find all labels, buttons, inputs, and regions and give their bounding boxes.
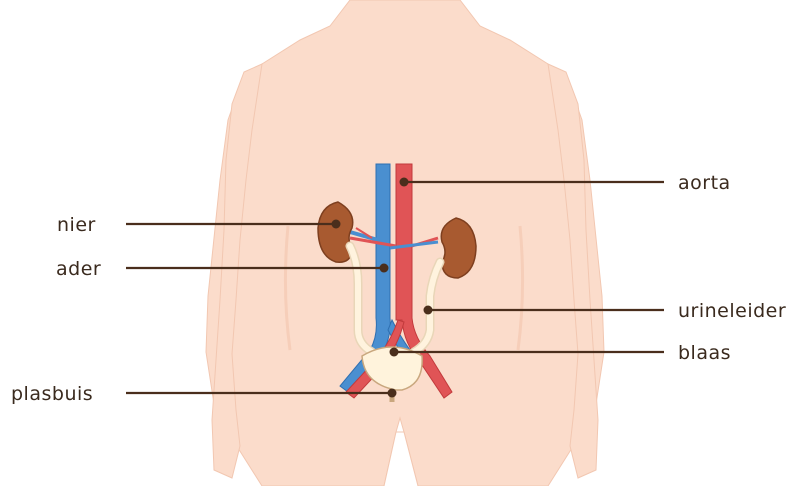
label-urineleider: urineleider <box>678 300 786 322</box>
label-ader: ader <box>56 258 101 280</box>
right-kidney <box>441 218 476 278</box>
dot-plasbuis <box>388 389 397 398</box>
dot-aorta <box>400 178 409 187</box>
label-blaas: blaas <box>678 342 731 364</box>
dot-urineleider <box>424 306 433 315</box>
dot-nier <box>332 220 341 229</box>
dot-blaas <box>390 348 399 357</box>
label-aorta: aorta <box>678 172 731 194</box>
dot-ader <box>380 264 389 273</box>
label-nier: nier <box>57 214 96 236</box>
label-plasbuis: plasbuis <box>11 383 93 405</box>
